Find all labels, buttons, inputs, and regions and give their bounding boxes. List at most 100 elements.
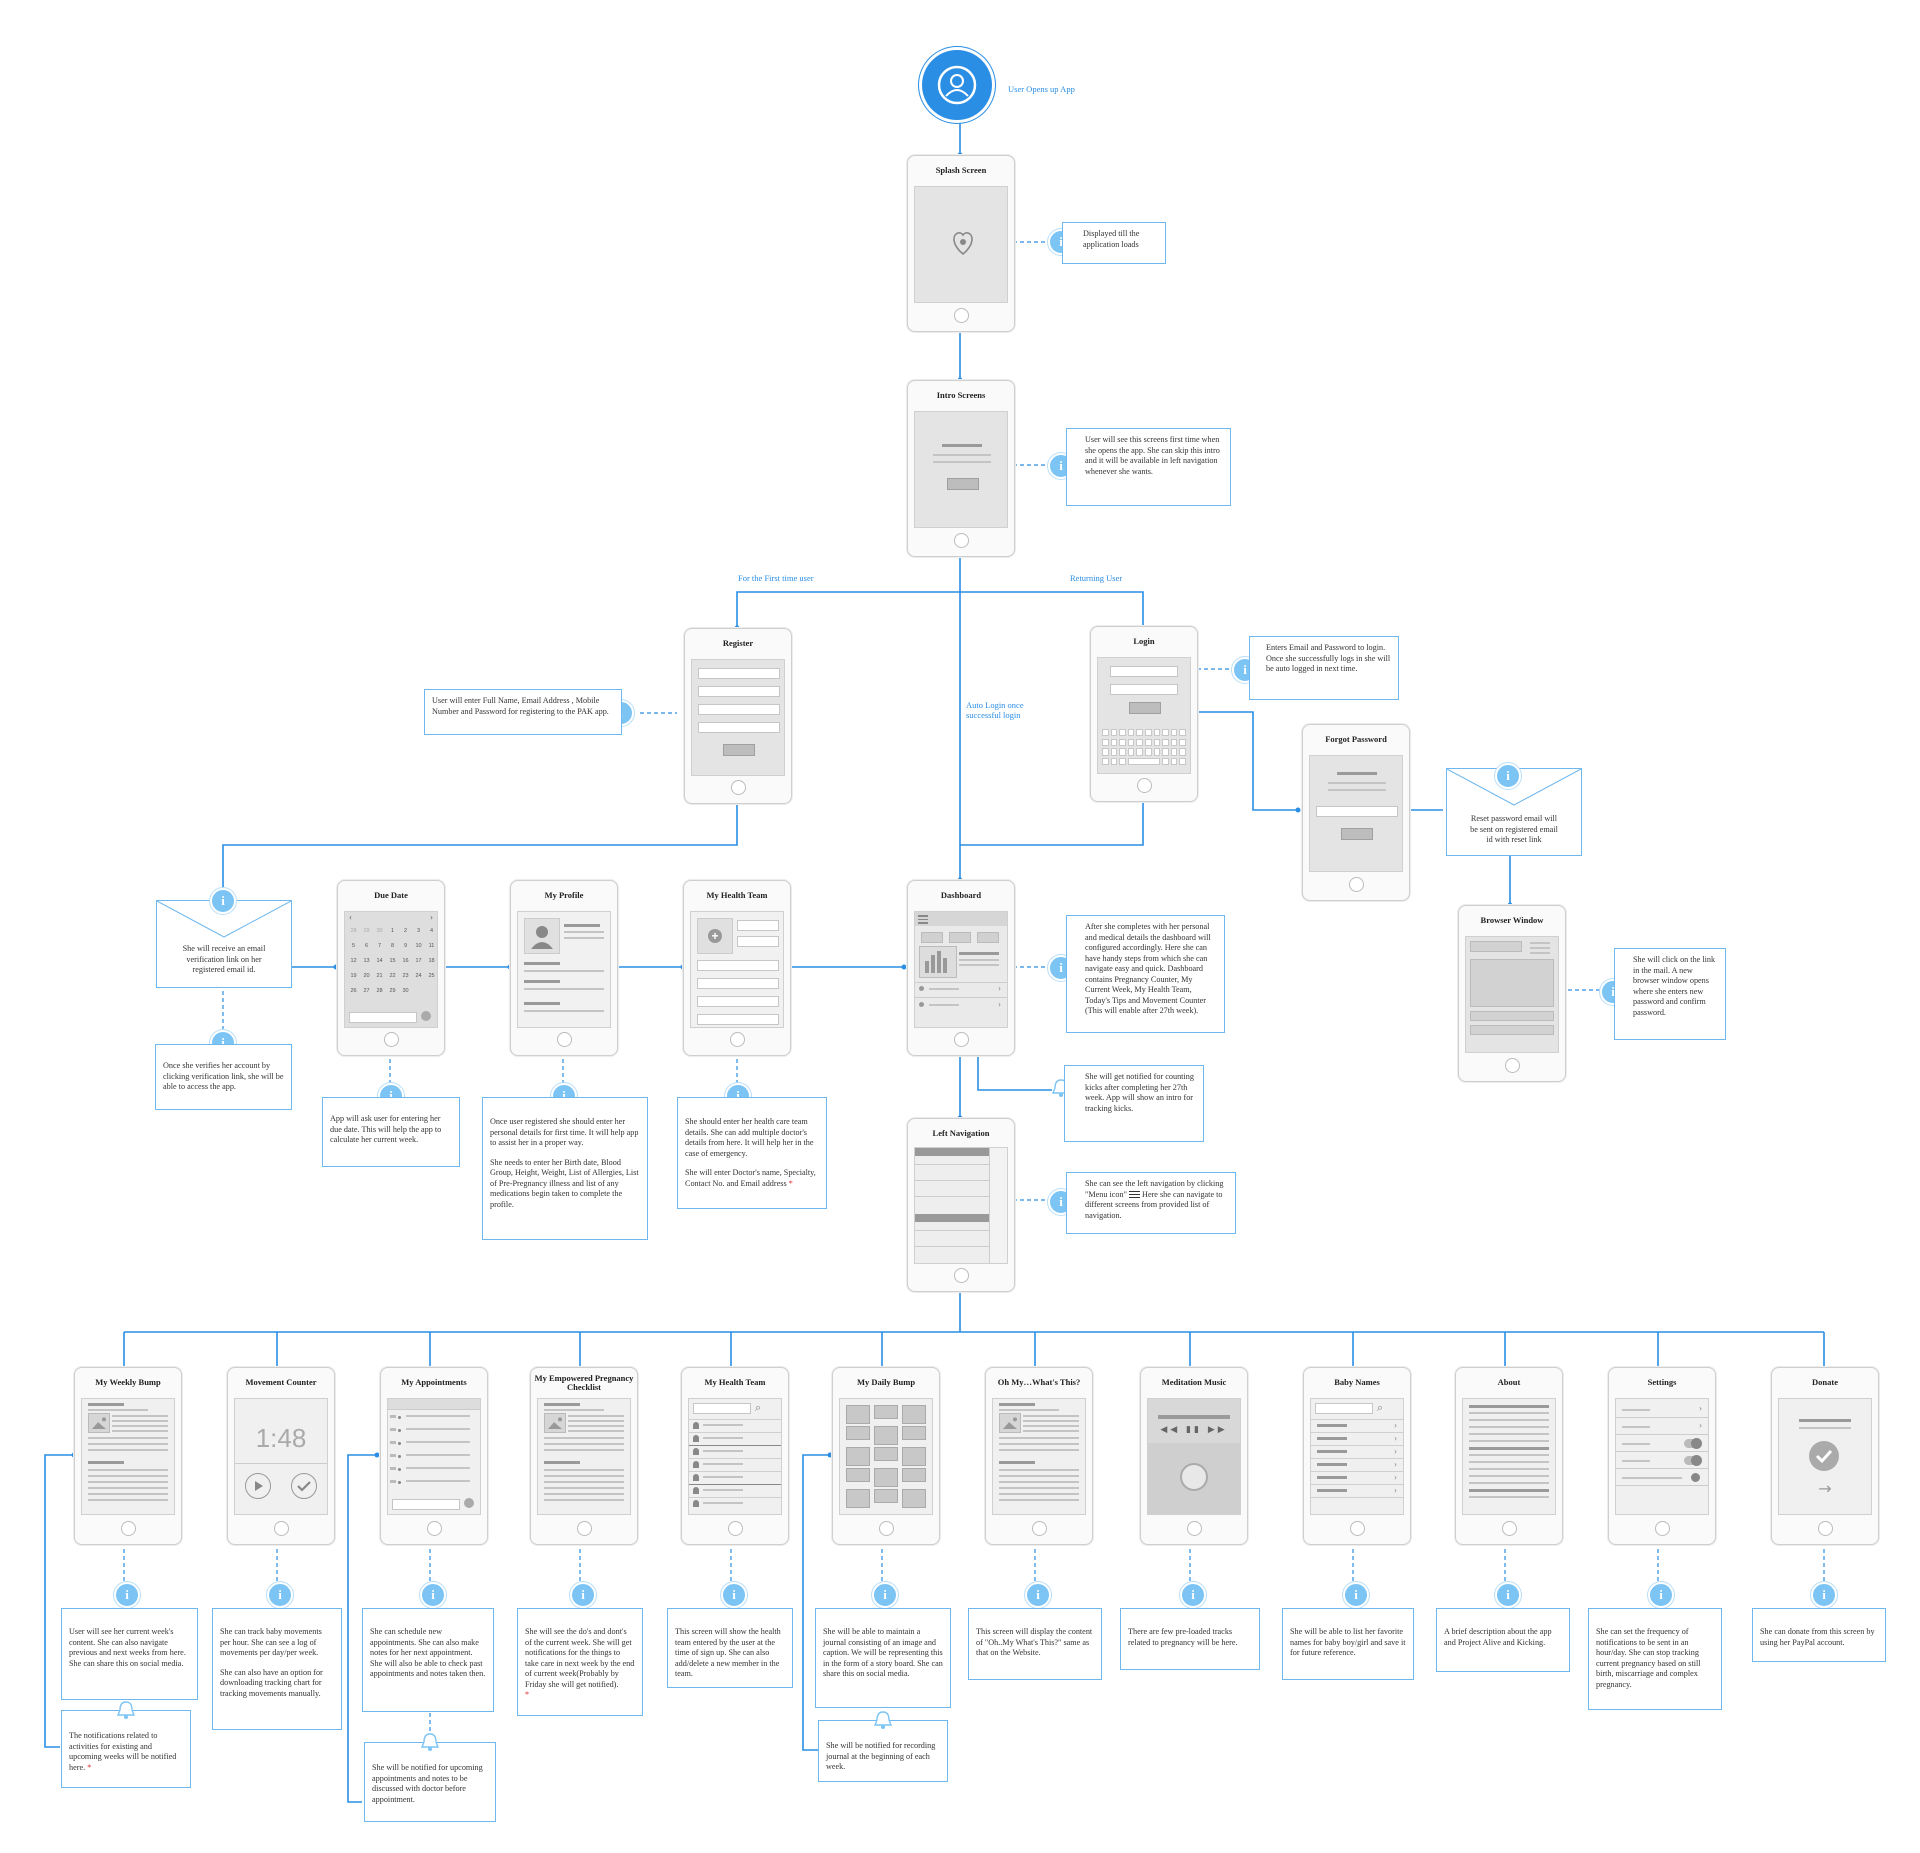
keyboard-key [1170,738,1178,746]
note-input [392,1499,460,1510]
placeholder-line [1317,1424,1347,1427]
note-health-team: She should enter her health care team de… [677,1097,827,1209]
time-label [390,1428,396,1431]
placeholder-line [1630,1477,1682,1479]
screen-title: About [1497,1377,1521,1387]
divider [235,1463,327,1464]
note-11: She can donate from this screen by using… [1752,1608,1886,1662]
story-tile [902,1447,926,1466]
placeholder-line [999,1493,1079,1495]
keyboard-space [1128,758,1160,766]
dot [398,1468,401,1471]
placeholder-line [1469,1440,1549,1442]
calendar-day: 6 [364,943,369,949]
keyboard-key [1179,738,1186,746]
calendar-day: 23 [402,973,409,979]
month-header [388,1399,480,1410]
placeholder-line [1622,1443,1650,1445]
screen-title: My Appointments [401,1377,467,1387]
placeholder-line [1317,1450,1347,1453]
arrow-right-icon[interactable]: → [1818,1479,1832,1498]
info-icon: i [872,1582,898,1608]
keyboard-key [1170,757,1178,766]
keyboard-key [1162,757,1169,766]
time-label [390,1480,396,1483]
envelope-flap [157,901,291,938]
note-4: This screen will show the health team en… [667,1608,793,1688]
note-kick-notify: She will get notified for counting kicks… [1064,1065,1204,1142]
info-icon: i [1811,1582,1837,1608]
placeholder-line [1317,1437,1347,1440]
note-8: She will be able to list her favorite na… [1282,1608,1414,1680]
placeholder-line [1622,1409,1650,1411]
placeholder-line [1799,1419,1851,1422]
note-9: A brief description about the app and Pr… [1436,1608,1570,1672]
placeholder-line [999,1461,1035,1464]
placeholder-line [406,1441,470,1443]
register-screen: Register [684,628,792,804]
person-icon [693,1474,699,1481]
note-email-verify: She will receive an email verification l… [182,944,266,974]
keyboard-key [1145,729,1152,737]
search-icon[interactable]: ⌕ [755,1401,762,1414]
bell-icon [116,1701,136,1719]
screen-area [1462,1398,1556,1515]
keyboard-key [1119,748,1126,756]
placeholder-line [544,1461,580,1464]
placeholder-line [703,1502,743,1504]
slider-knob[interactable] [1691,1473,1700,1482]
image-placeholder [544,1413,566,1433]
dot [398,1442,401,1445]
calendar-day: 3 [416,928,421,934]
placeholder-line [1469,1468,1549,1470]
add-button[interactable] [464,1498,474,1508]
calendar-day: 27 [363,988,370,994]
chart-icon [925,951,947,973]
screen-title: Dashboard [940,890,982,900]
keyboard-key [1127,748,1135,756]
calendar-day: 1 [390,928,395,934]
screen-area [537,1398,631,1515]
notify-text: She will be notified for recording journ… [826,1741,940,1773]
placeholder-line [703,1489,743,1491]
search-input[interactable] [693,1403,751,1414]
placeholder-line [88,1443,168,1445]
left-navigation-screen: Left Navigation [907,1118,1015,1292]
screen-area: ⌕›››››› [1310,1398,1404,1515]
placeholder-line [999,1437,1079,1439]
note-browser: She will click on the link in the mail. … [1614,948,1726,1040]
info-icon: i [1180,1582,1206,1608]
calendar-day: 21 [376,973,383,979]
placeholder-line [1023,1425,1079,1427]
keyboard-key [1110,757,1118,766]
placeholder-line [999,1409,1059,1411]
home-button [1655,1521,1670,1536]
story-tile [846,1468,870,1482]
placeholder-line [703,1476,743,1478]
info-icon: i [1025,1582,1051,1608]
bottom-screen-9: About [1455,1367,1563,1545]
screen-title: Settings [1647,1377,1677,1387]
note-splash: Displayed till the application loads [1062,222,1166,264]
home-button [879,1521,894,1536]
note-text: She will be able to list her favorite na… [1290,1627,1406,1657]
home-button [1187,1521,1202,1536]
check-button[interactable] [291,1473,317,1499]
first-time-label: For the First time user [738,573,814,583]
keyboard-key [1153,748,1161,756]
placeholder-line [544,1481,624,1483]
search-input[interactable] [1315,1403,1373,1414]
person-icon [693,1448,699,1455]
player-controls[interactable]: ◀◀ ▮▮ ▶▶ [1160,1425,1228,1435]
play-button[interactable] [245,1473,271,1499]
screen-area [81,1398,175,1515]
placeholder-line [544,1487,624,1489]
note-text: She can track baby movements per hour. S… [220,1627,322,1657]
home-button [728,1521,743,1536]
note-7: There are few pre-loaded tracks related … [1120,1608,1260,1670]
placeholder-line [999,1443,1079,1445]
search-icon[interactable]: ⌕ [1377,1401,1384,1414]
placeholder-line [112,1420,168,1422]
